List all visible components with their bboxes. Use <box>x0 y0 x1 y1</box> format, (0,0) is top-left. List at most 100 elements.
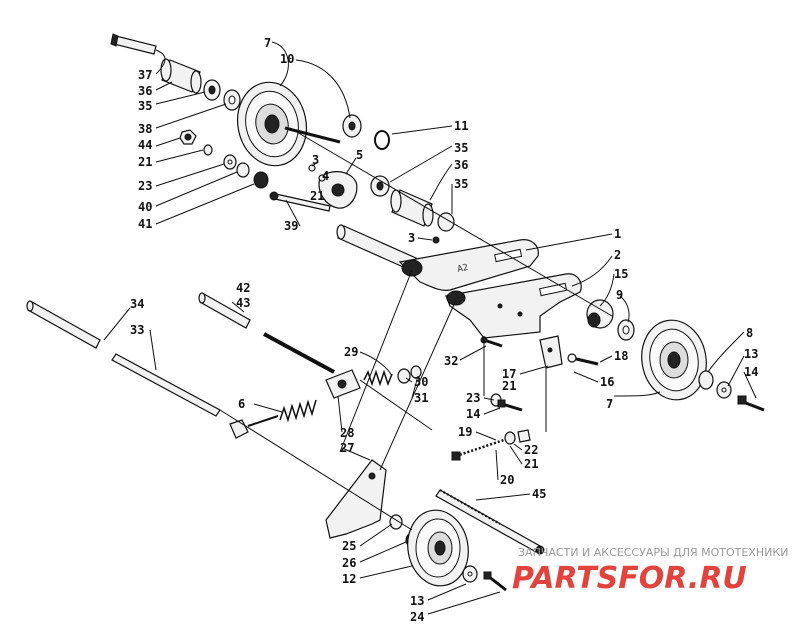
callout-21-right: 21 <box>502 379 516 393</box>
wheel-7-right-part <box>641 319 707 401</box>
wheel-7-top-part <box>237 81 307 167</box>
callout-27: 27 <box>340 441 354 455</box>
svg-text:A2: A2 <box>457 263 470 275</box>
shaft-37-part <box>110 33 157 55</box>
callout-1: 1 <box>614 227 621 241</box>
callout-35: 35 <box>138 99 152 113</box>
callout-4: 4 <box>322 169 329 183</box>
callout-11: 11 <box>454 119 468 133</box>
callout-20: 20 <box>500 473 514 487</box>
bearing-35-part <box>203 79 221 101</box>
callout-28: 28 <box>340 426 354 440</box>
callout-13-bottom: 13 <box>410 594 424 608</box>
block-28-part <box>325 369 361 399</box>
callout-42: 42 <box>236 281 250 295</box>
callout-6: 6 <box>238 397 245 411</box>
spacer-36-mid-part <box>390 189 434 227</box>
callout-23: 23 <box>138 179 152 193</box>
bracket-5-part <box>308 164 358 209</box>
callout-26: 26 <box>342 556 356 570</box>
callout-38: 38 <box>138 122 152 136</box>
callout-37: 37 <box>138 68 152 82</box>
callout-5: 5 <box>356 148 363 162</box>
callout-8: 8 <box>746 326 753 340</box>
watermark-brand: PARTSFOR.RU <box>512 561 747 596</box>
plate-2-part <box>445 273 582 339</box>
watermark: ЗАПЧАСТИ И АКСЕССУАРЫ ДЛЯ МОТОТЕХНИКИ PA… <box>512 546 788 596</box>
bearing-10-part <box>342 114 362 138</box>
callout-21: 21 <box>138 155 152 169</box>
callout-36: 36 <box>138 84 152 98</box>
callout-35-mid: 35 <box>454 141 468 155</box>
bolt-18-part <box>567 353 599 366</box>
rod-45-part <box>435 489 545 555</box>
callout-45: 45 <box>532 487 546 501</box>
callout-23-mid: 23 <box>466 391 480 405</box>
callout-40: 40 <box>138 200 152 214</box>
washer-21-top-part <box>203 144 213 156</box>
callout-21-mid: 21 <box>310 189 324 203</box>
callout-3-top: 3 <box>312 153 319 167</box>
callout-9: 9 <box>616 288 623 302</box>
callout-7-right: 7 <box>606 397 613 411</box>
washer-21-low-part <box>504 431 516 445</box>
callout-43: 43 <box>236 296 250 310</box>
bolt-24-part <box>483 571 507 592</box>
shaft-34-part <box>26 300 101 349</box>
bolt-19-part <box>451 438 505 461</box>
spacer-36-part <box>160 58 202 94</box>
callout-12: 12 <box>342 572 356 586</box>
nut-44-part <box>179 129 197 145</box>
shaft-42-part <box>198 292 251 329</box>
callout-31: 31 <box>414 391 428 405</box>
callout-7-top: 7 <box>264 36 271 50</box>
callout-16: 16 <box>600 375 614 389</box>
callout-leaders <box>103 41 757 615</box>
callout-29: 29 <box>344 345 358 359</box>
callout-19: 19 <box>458 425 472 439</box>
callout-13-right: 13 <box>744 347 758 361</box>
callout-34: 34 <box>130 297 144 311</box>
callout-14-mid: 14 <box>466 407 480 421</box>
callout-30: 30 <box>414 375 428 389</box>
bearing-35-mid-part <box>370 175 390 197</box>
shaft-33-part <box>111 353 221 417</box>
washer-13-bottom-part <box>462 565 478 583</box>
spring-29-part <box>363 369 393 387</box>
callout-15: 15 <box>614 267 628 281</box>
callout-2: 2 <box>614 248 621 262</box>
bushing-40-part <box>236 162 250 178</box>
washer-23-top-part <box>223 154 237 170</box>
shaft-43-part <box>263 332 335 374</box>
bracket-17-part <box>539 335 563 369</box>
watermark-tagline: ЗАПЧАСТИ И АКСЕССУАРЫ ДЛЯ МОТОТЕХНИКИ <box>518 546 788 559</box>
bolt-14-mid-part <box>497 399 523 412</box>
bushing-41-part <box>253 171 269 189</box>
callout-3-mid: 3 <box>408 231 415 245</box>
spacer-15-part <box>586 299 614 329</box>
callout-39: 39 <box>284 219 298 233</box>
callout-14-right: 14 <box>744 365 758 379</box>
wheel-12-part <box>407 509 469 587</box>
callout-44: 44 <box>138 138 152 152</box>
washer-9-part <box>617 319 635 341</box>
assembly-lines <box>219 127 613 531</box>
callout-labels: 37 36 35 38 44 21 23 40 41 7 10 11 35 36… <box>130 36 758 624</box>
nut-31-part <box>410 365 422 379</box>
callout-24: 24 <box>410 610 424 624</box>
washer-8-part <box>698 370 714 390</box>
snap-ring-11-part <box>374 130 390 150</box>
bolt-39-part <box>269 191 331 212</box>
callout-18: 18 <box>614 349 628 363</box>
callout-41: 41 <box>138 217 152 231</box>
washer-30-part <box>397 368 411 384</box>
callout-33: 33 <box>130 323 144 337</box>
callout-17: 17 <box>502 367 516 381</box>
callout-36-mid: 36 <box>454 158 468 172</box>
callout-25: 25 <box>342 539 356 553</box>
bearing-35-low-part <box>437 212 455 232</box>
washer-13-right-part <box>716 381 732 399</box>
bracket-27-part <box>325 459 387 539</box>
washer-38-part <box>223 89 241 111</box>
